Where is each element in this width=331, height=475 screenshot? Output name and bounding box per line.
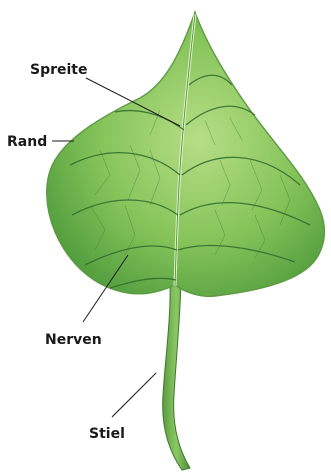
leaf-blade: [47, 12, 325, 296]
label-nerven: Nerven: [45, 332, 102, 348]
leaf-stalk: [163, 282, 190, 470]
label-rand: Rand: [7, 134, 47, 150]
label-spreite: Spreite: [30, 62, 88, 78]
stiel-leader: [112, 373, 156, 417]
label-stiel: Stiel: [89, 426, 125, 442]
